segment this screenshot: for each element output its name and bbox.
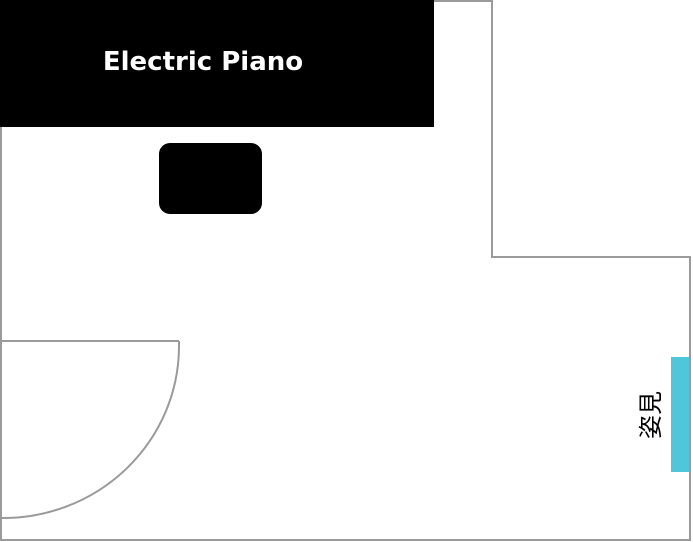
door [0,340,180,520]
electric-piano: Electric Piano [0,0,434,127]
mirror: 姿見 [637,357,689,472]
piano-label: Electric Piano [103,47,303,77]
piano-body [0,0,434,127]
piano-bench [159,143,262,214]
mirror-label: 姿見 [637,391,665,439]
mirror-panel [671,357,689,472]
door-swing-arc [0,347,180,520]
